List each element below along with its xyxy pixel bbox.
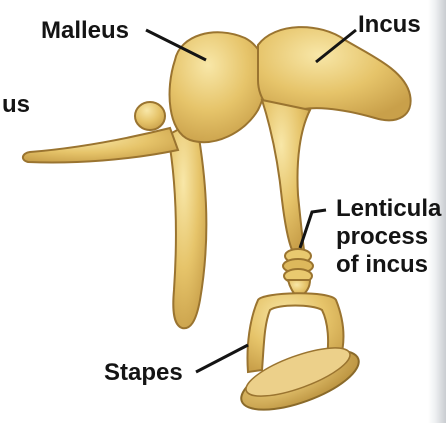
incus-long-process [262,100,310,250]
malleus-anterior-process [23,128,178,163]
malleus-knob [135,102,165,130]
label-stapes: Stapes [104,360,183,385]
label-lenticular-line3: of incus [336,252,428,277]
label-partial-left: us [2,92,30,117]
label-incus: Incus [358,12,421,37]
label-lenticular-line2: process [336,224,428,249]
label-lenticular-line1: Lenticula [336,196,441,221]
label-malleus: Malleus [41,18,129,43]
stapes-leader [196,345,248,372]
